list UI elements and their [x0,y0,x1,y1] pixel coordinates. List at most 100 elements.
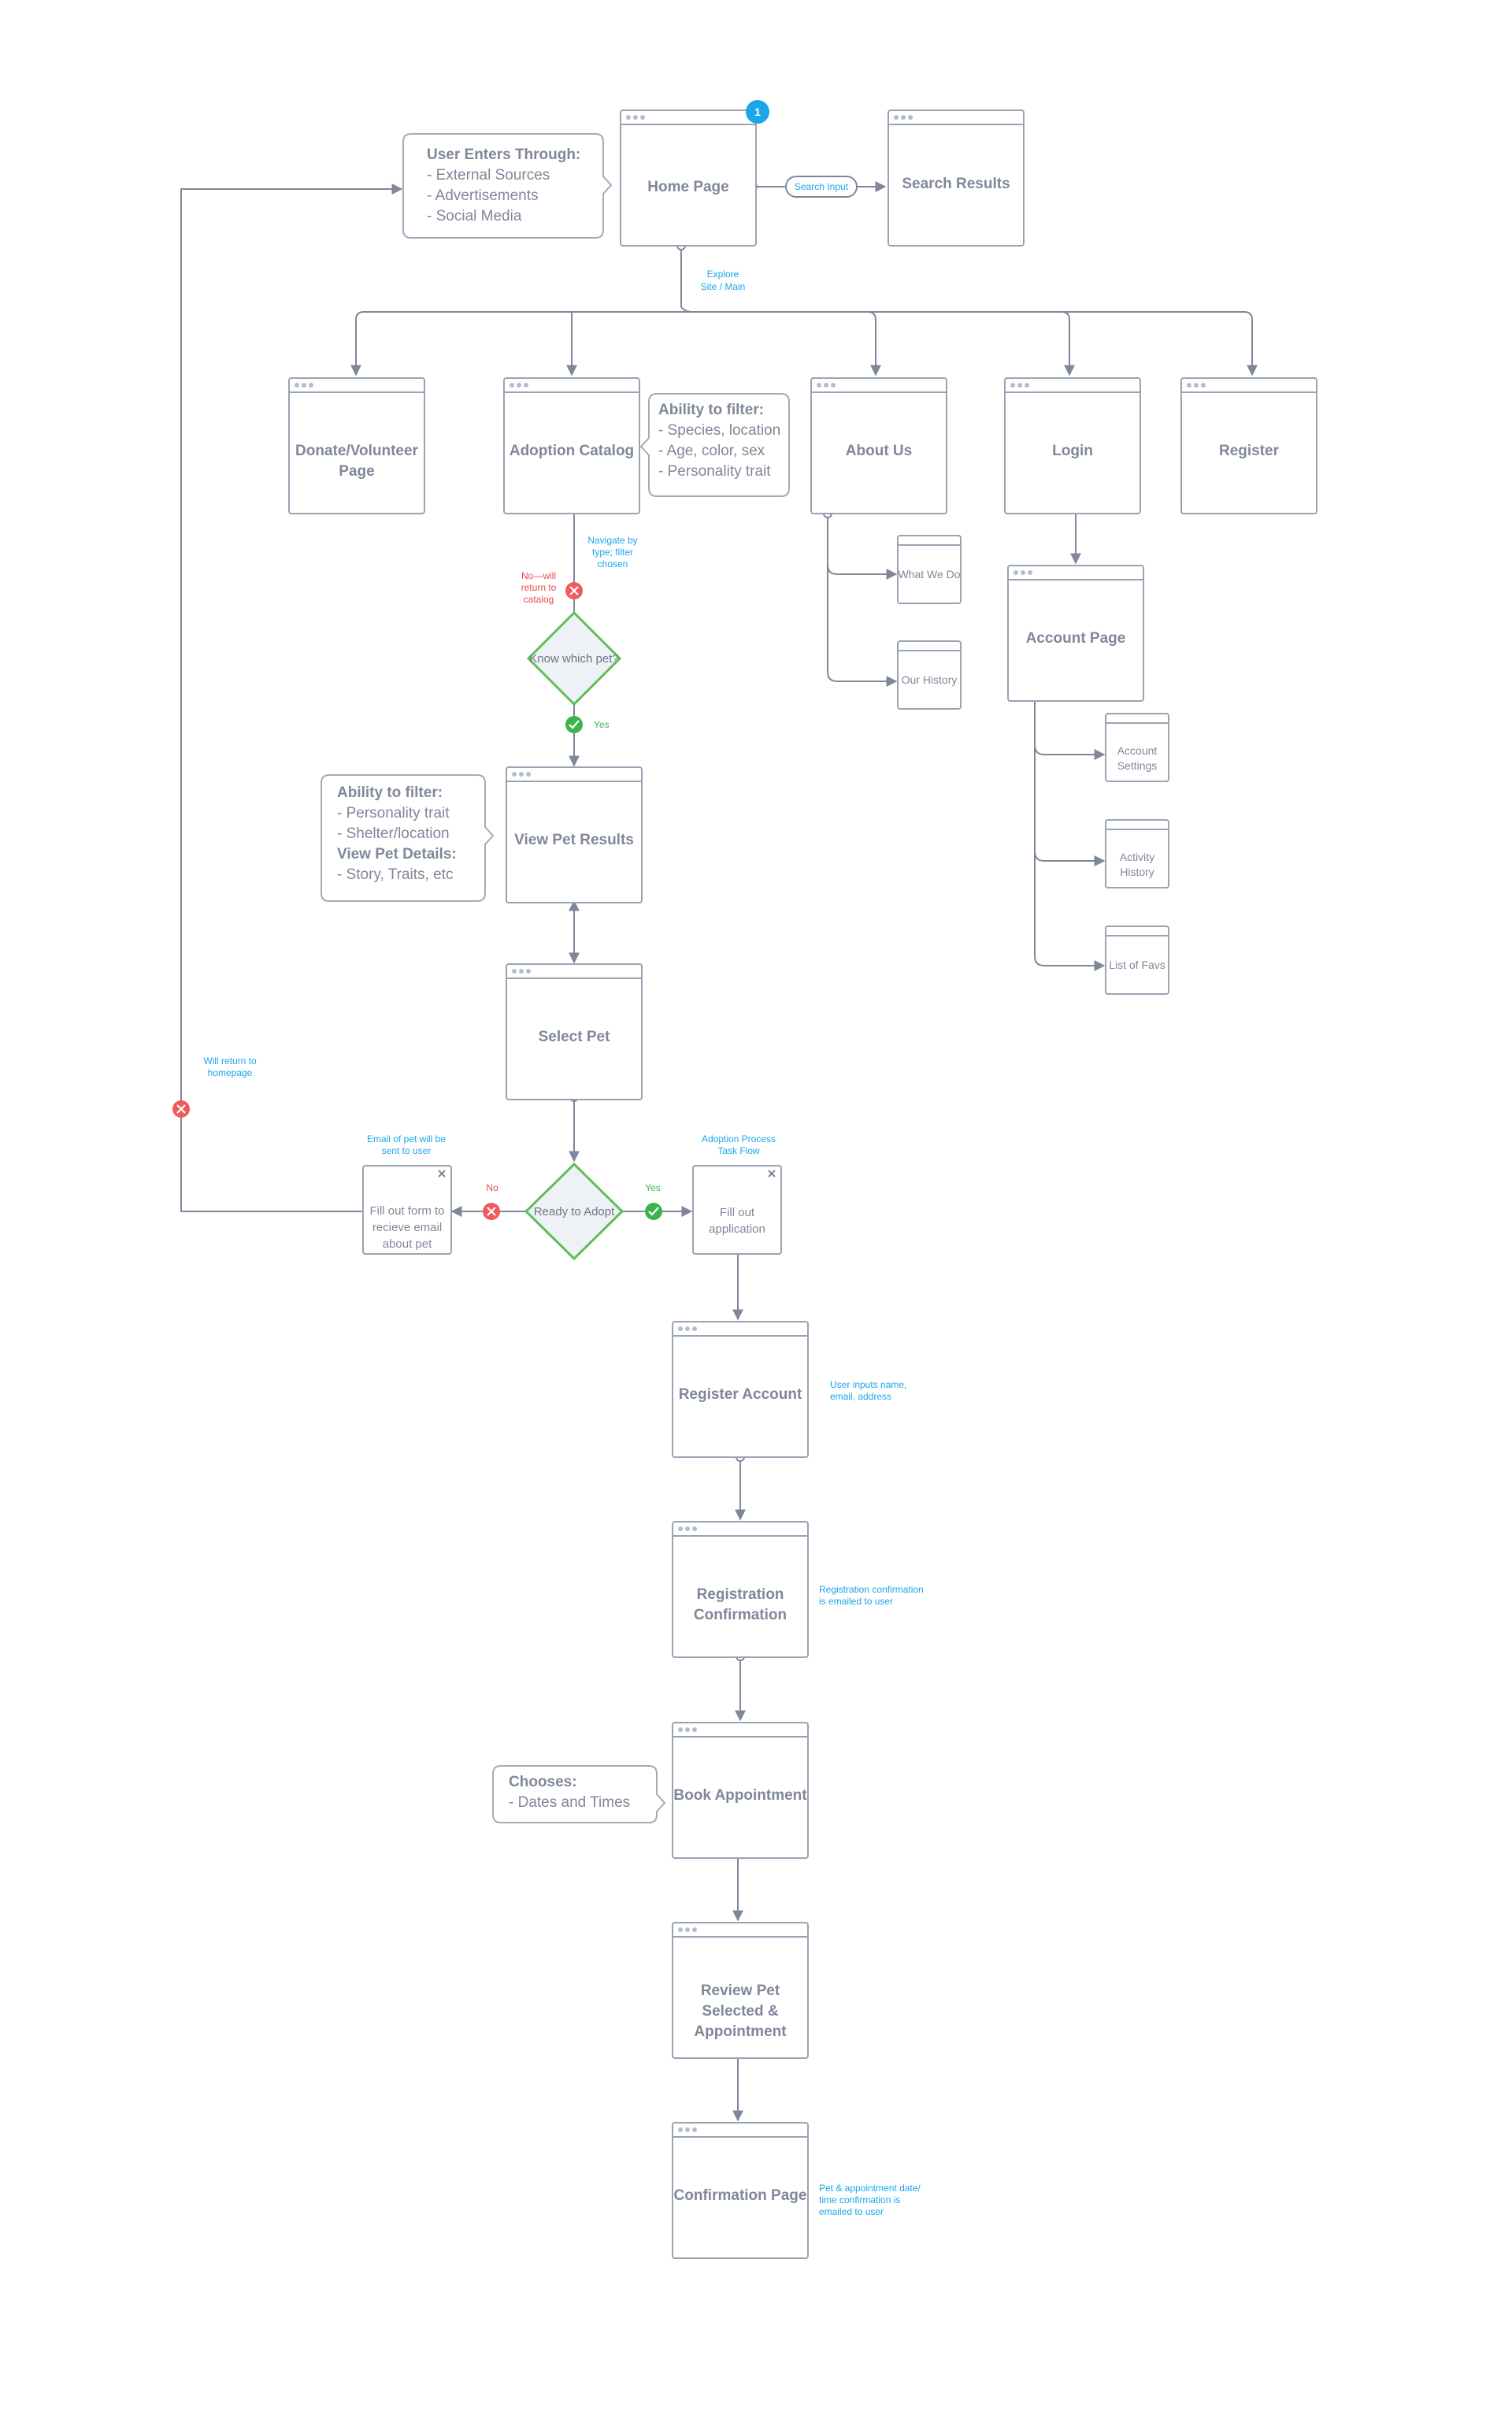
node-about-us-label: About Us [846,443,912,459]
label-pet-appt-emailed: time confirmation is [819,2194,900,2205]
label-will-return-home: Will return to [203,1055,257,1066]
step-badge: 1 [746,100,769,124]
node-about-us[interactable]: About Us [810,377,947,514]
step-badge-number: 1 [754,106,761,118]
node-our-history[interactable]: Our History [897,640,962,710]
note-user-enters-line: - External Sources [427,167,550,184]
label-no-will-return: No—will [521,570,556,581]
yes-icon [565,716,583,733]
node-fill-application[interactable]: Fill out application [692,1165,782,1255]
label-yes: Yes [594,719,610,730]
node-list-of-favs-label: List of Favs [1109,959,1166,971]
label-no-will-return: return to [521,582,557,593]
label-explore: Site / Main [701,281,746,292]
node-registration-confirmation-label: Registration [697,1586,784,1603]
node-fill-application-label: application [709,1222,765,1236]
connector-branch-left [350,311,693,376]
note-catalog-filter-line: - Species, location [658,422,780,439]
node-fill-form[interactable]: Fill out form to recieve email about pet [362,1165,452,1255]
node-home-page-label: Home Page [647,179,728,195]
node-activity-history-label: History [1120,866,1154,878]
node-book-appointment-label: Book Appointment [673,1787,807,1804]
decision-know-which-pet[interactable]: Know which pet? [526,610,622,707]
node-review-pet-label: Review Pet [701,1983,780,1999]
node-adoption-catalog[interactable]: Adoption Catalog [503,377,640,514]
node-activity-history[interactable]: Activity History [1105,819,1169,888]
note-pet-results-title: Ability to filter: [337,785,443,801]
yes-icon [645,1203,662,1220]
connector-return-home [180,184,403,1101]
label-navigate: Navigate by [587,535,637,546]
node-activity-history-label: Activity [1120,851,1154,863]
node-register-label: Register [1219,443,1280,459]
connectors [180,181,1258,2122]
connector-to-login [1061,311,1075,376]
node-view-pet-results-label: View Pet Results [514,832,634,848]
note-pet-results-line: - Story, Traits, etc [337,866,453,883]
label-email-of-pet: sent to user [382,1145,432,1156]
note-catalog-filter-title: Ability to filter: [658,402,764,418]
node-donate-label: Donate/Volunteer [295,443,418,459]
node-confirmation-page-label: Confirmation Page [674,2187,807,2204]
note-pet-results-line: - Shelter/location [337,825,450,842]
decision-ready-to-adopt[interactable]: Ready to Adopt [524,1162,624,1261]
note-pet-results-line: - Personality trait [337,805,450,822]
note-chooses-title: Chooses: [509,1774,577,1790]
node-register[interactable]: Register [1180,377,1317,514]
note-catalog-filter-line: - Age, color, sex [658,443,765,459]
connector-to-about [867,311,881,376]
connector-account-activity [1034,700,1106,866]
note-chooses: Chooses: - Dates and Times [492,1765,666,1823]
flow-labels: Explore Site / Main Navigate by type; fi… [203,269,923,2217]
node-donate-label: Page [339,463,374,480]
node-fill-application-label: Fill out [720,1206,755,1219]
search-input-pill[interactable]: Search Input [785,176,858,198]
label-explore: Explore [707,269,739,280]
note-pet-results-title2: View Pet Details: [337,846,457,862]
node-fill-form-label: recieve email [372,1221,442,1234]
label-email-of-pet: Email of pet will be [367,1133,446,1144]
node-home-page[interactable]: Home Page [620,109,757,247]
node-list-of-favs[interactable]: List of Favs [1105,925,1169,995]
node-select-pet[interactable]: Select Pet [506,963,643,1100]
node-register-account[interactable]: Register Account [672,1321,809,1458]
no-icon [172,1100,190,1118]
node-registration-confirmation[interactable]: Registration Confirmation [672,1521,809,1658]
label-registration-emailed: is emailed to user [819,1596,893,1607]
connector-form-return [180,1117,362,1212]
label-adoption-process: Adoption Process [702,1133,776,1144]
note-catalog-filter-line: - Personality trait [658,463,771,480]
label-no-will-return: catalog [524,594,554,605]
no-icon [483,1203,500,1220]
node-select-pet-label: Select Pet [539,1029,610,1045]
node-search-results-label: Search Results [902,176,1010,192]
connector-account-settings [1034,700,1106,760]
node-confirmation-page[interactable]: Confirmation Page [672,2122,809,2259]
node-account-settings-label: Account [1117,744,1158,757]
node-what-we-do-label: What We Do [898,568,960,580]
node-fill-form-label: Fill out form to [369,1204,444,1218]
node-our-history-label: Our History [902,673,958,686]
label-adoption-process: Task Flow [717,1145,760,1156]
node-login[interactable]: Login [1004,377,1141,514]
node-book-appointment[interactable]: Book Appointment [672,1722,809,1859]
node-registration-confirmation-label: Confirmation [694,1607,787,1623]
label-pet-appt-emailed: Pet & appointment date/ [819,2183,921,2194]
node-view-pet-results[interactable]: View Pet Results [506,766,643,903]
label-navigate: chosen [598,558,628,569]
connector-about-whatwedo [827,516,898,580]
node-account-page[interactable]: Account Page [1007,565,1144,702]
search-input-label: Search Input [795,181,849,192]
node-review-pet[interactable]: Review Pet Selected & Appointment [672,1922,809,2059]
node-search-results[interactable]: Search Results [888,109,1025,247]
decision-ready-to-adopt-label: Ready to Adopt [534,1205,615,1218]
node-account-settings[interactable]: Account Settings [1105,713,1169,782]
label-pet-appt-emailed: emailed to user [819,2206,884,2217]
connector-account-favs [1034,700,1106,971]
node-what-we-do[interactable]: What We Do [897,535,962,604]
node-donate-volunteer[interactable]: Donate/Volunteer Page [288,377,425,514]
node-adoption-catalog-label: Adoption Catalog [510,443,634,459]
label-no: No [486,1182,498,1193]
label-will-return-home: homepage [208,1067,253,1078]
